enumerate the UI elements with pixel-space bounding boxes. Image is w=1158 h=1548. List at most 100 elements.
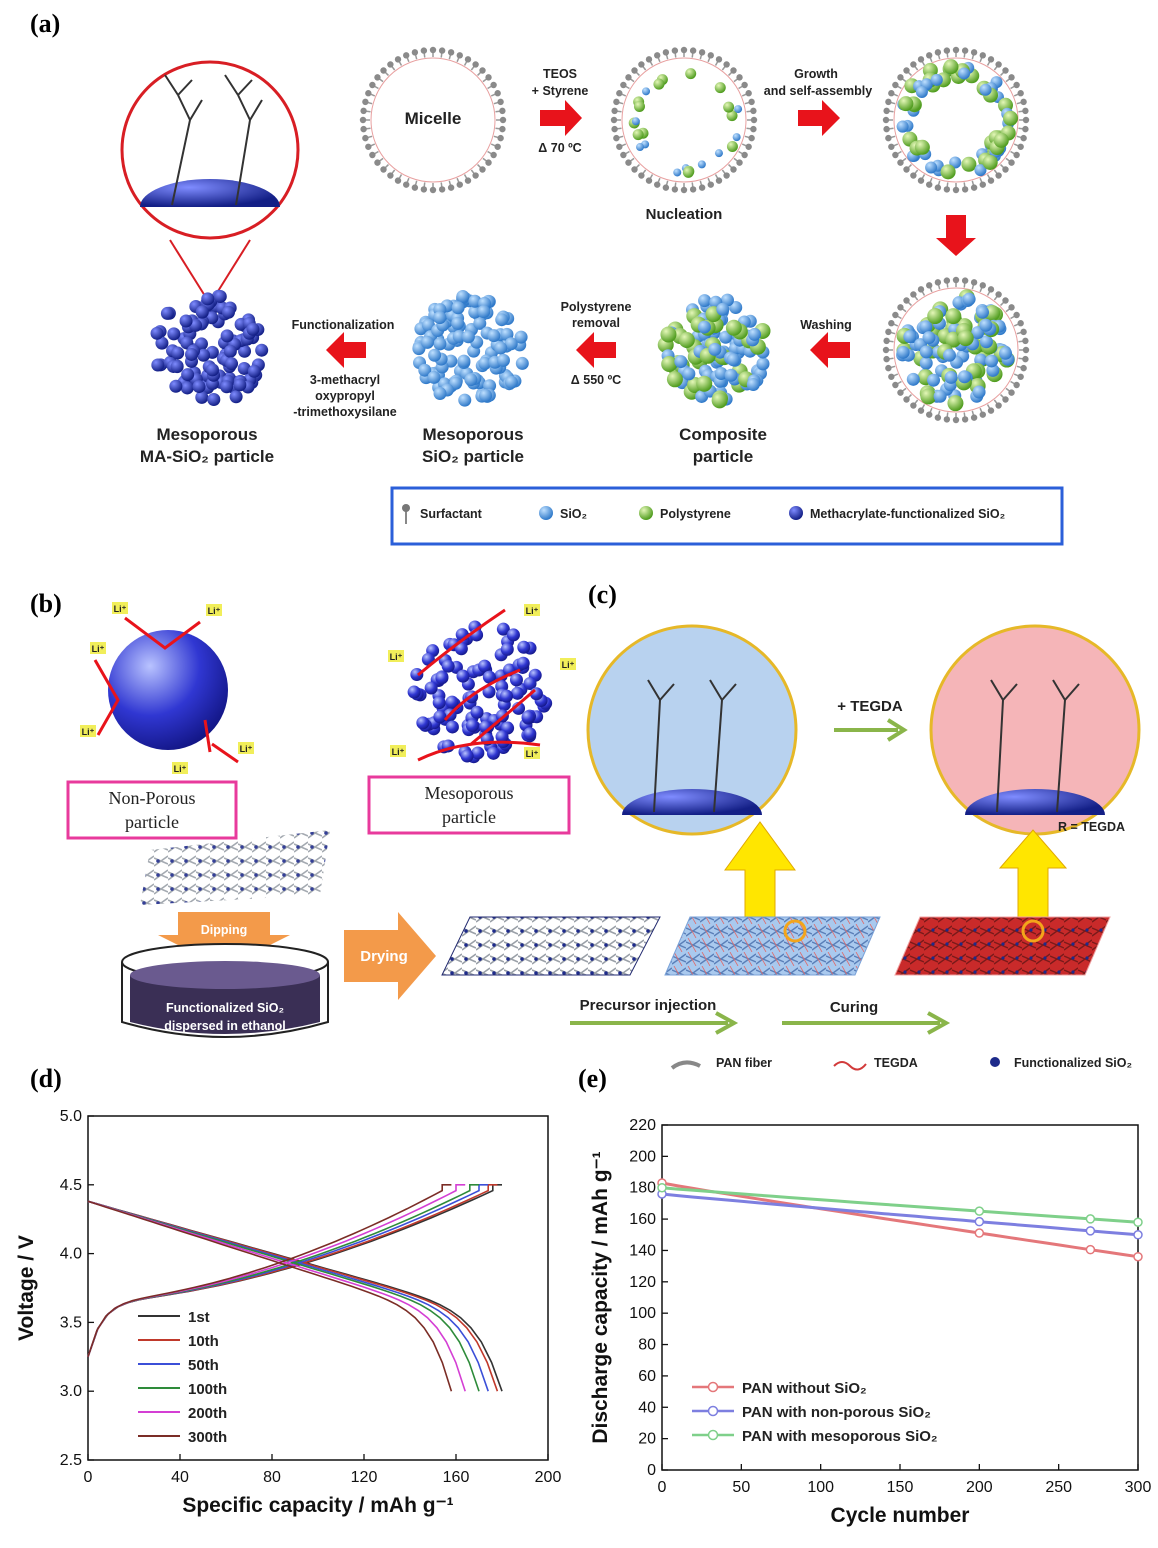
molecule-chains-icon (990, 679, 1080, 813)
surfactant-head (387, 172, 394, 179)
surfactant-head (671, 186, 679, 193)
surfactant-head (680, 186, 688, 194)
surfactant-head (1022, 125, 1029, 133)
surfactant-head (745, 90, 752, 97)
zoom-circle-before-curing (586, 624, 798, 836)
surfactant-head (917, 407, 925, 414)
legend-label: 50th (188, 1357, 219, 1374)
sio2-sphere (206, 363, 220, 377)
sio2-sphere (201, 292, 215, 306)
surfactant-head (490, 151, 497, 159)
surfactant-head (1017, 320, 1024, 327)
sio2-sphere (495, 313, 509, 327)
surfactant-head (698, 49, 706, 56)
sio2-sphere (500, 689, 514, 703)
y-tick-label: 160 (629, 1211, 656, 1228)
sio2-sphere (213, 289, 227, 303)
series-marker (657, 1182, 667, 1193)
polystyrene-sphere (927, 308, 944, 325)
sio2-sphere (435, 671, 449, 685)
li-ion-badge (206, 604, 222, 616)
legend-label: PAN with non-porous SiO₂ (742, 1404, 931, 1421)
panel-b-label: (b) (30, 589, 62, 618)
surfactant-head (730, 166, 737, 173)
x-tick-label: 100 (807, 1479, 834, 1496)
polystyrene-sphere (961, 156, 977, 172)
sio2-sphere (151, 358, 165, 372)
surfactant-head (741, 151, 748, 159)
sio2-sphere (974, 164, 987, 177)
panel-e-label: (e) (578, 1064, 607, 1093)
highlight-circle (1021, 919, 1045, 943)
polystyrene-sphere (920, 388, 937, 405)
legend-sio2: SiO₂ (560, 507, 587, 521)
surfactant-head (934, 414, 942, 421)
surfactant-head (745, 143, 752, 150)
sio2-sphere (452, 329, 466, 343)
y-tick-label: 100 (629, 1305, 656, 1322)
sio2-sphere (719, 330, 733, 344)
surfactant-head (888, 320, 895, 327)
surfactant-head (987, 56, 995, 63)
sio2-sphere (714, 367, 728, 381)
sio2-sphere (456, 669, 470, 683)
sio2-sphere (509, 673, 523, 687)
sio2-sphere (180, 381, 194, 395)
sio2-sphere (896, 345, 910, 359)
surfactant-head (897, 389, 904, 396)
surfactant-head (1022, 116, 1030, 124)
panel-b: (b) Li⁺Li⁺Li⁺Li⁺Li⁺Li⁺Li⁺Li⁺Li⁺Li⁺Li⁺ No… (30, 589, 661, 1038)
polystyrene-sphere (653, 78, 665, 90)
polystyrene-sphere (982, 154, 998, 170)
polystyrene-sphere (940, 164, 956, 180)
sio2-sphere (220, 380, 234, 394)
surfactant-head (689, 186, 697, 193)
sio2-sphere (433, 387, 447, 401)
surfactant-head (429, 46, 437, 54)
surfactant-head (892, 81, 899, 89)
cured-fiber-mat (894, 916, 1111, 976)
sio2-sphere (979, 335, 993, 349)
x-tick-label: 160 (443, 1469, 470, 1486)
polystyrene-sphere-icon (639, 506, 653, 520)
surfactant-head (903, 67, 910, 74)
panel-c-label: (c) (588, 580, 617, 609)
surfactant-head (1017, 90, 1024, 97)
surfactant-head (970, 49, 978, 56)
polystyrene-sphere (633, 100, 645, 112)
mesoporous-sio2-particle (412, 289, 529, 407)
surfactant-head (882, 346, 890, 354)
surfactant-head (1008, 159, 1015, 166)
arrow-left-icon (326, 332, 366, 368)
surfactant-head (464, 56, 472, 63)
sio2-sphere (451, 301, 465, 315)
surfactant-head (616, 90, 623, 97)
sio2-sphere (465, 719, 479, 733)
sio2-sphere (942, 348, 956, 362)
y-tick-label: 20 (638, 1431, 656, 1448)
surfactant-head (910, 291, 917, 298)
arrow-down-icon (936, 215, 976, 256)
surfactant-head (698, 184, 706, 191)
mesoporous-label-2: particle (442, 807, 496, 827)
zoom-circle-ma-sio2 (120, 60, 300, 297)
li-ion-badge (80, 725, 96, 737)
surfactant-head (494, 143, 501, 150)
surfactant-head (892, 151, 899, 159)
surfactant-head (882, 116, 890, 124)
surfactant-head (943, 47, 951, 54)
non-porous-label-1: Non-Porous (108, 788, 195, 808)
sio2-sphere (919, 356, 933, 370)
surfactant-head (1008, 304, 1015, 311)
legend-marker (707, 1405, 719, 1417)
y-tick-label: 200 (629, 1148, 656, 1165)
ma-label-2: MA-SiO₂ particle (140, 447, 274, 466)
x-tick-label: 50 (732, 1479, 750, 1496)
surfactant-head (411, 184, 419, 191)
polystyrene-sphere (945, 331, 962, 348)
discharge-curve-300th (87, 1200, 453, 1392)
surfactant-head (1022, 107, 1029, 115)
